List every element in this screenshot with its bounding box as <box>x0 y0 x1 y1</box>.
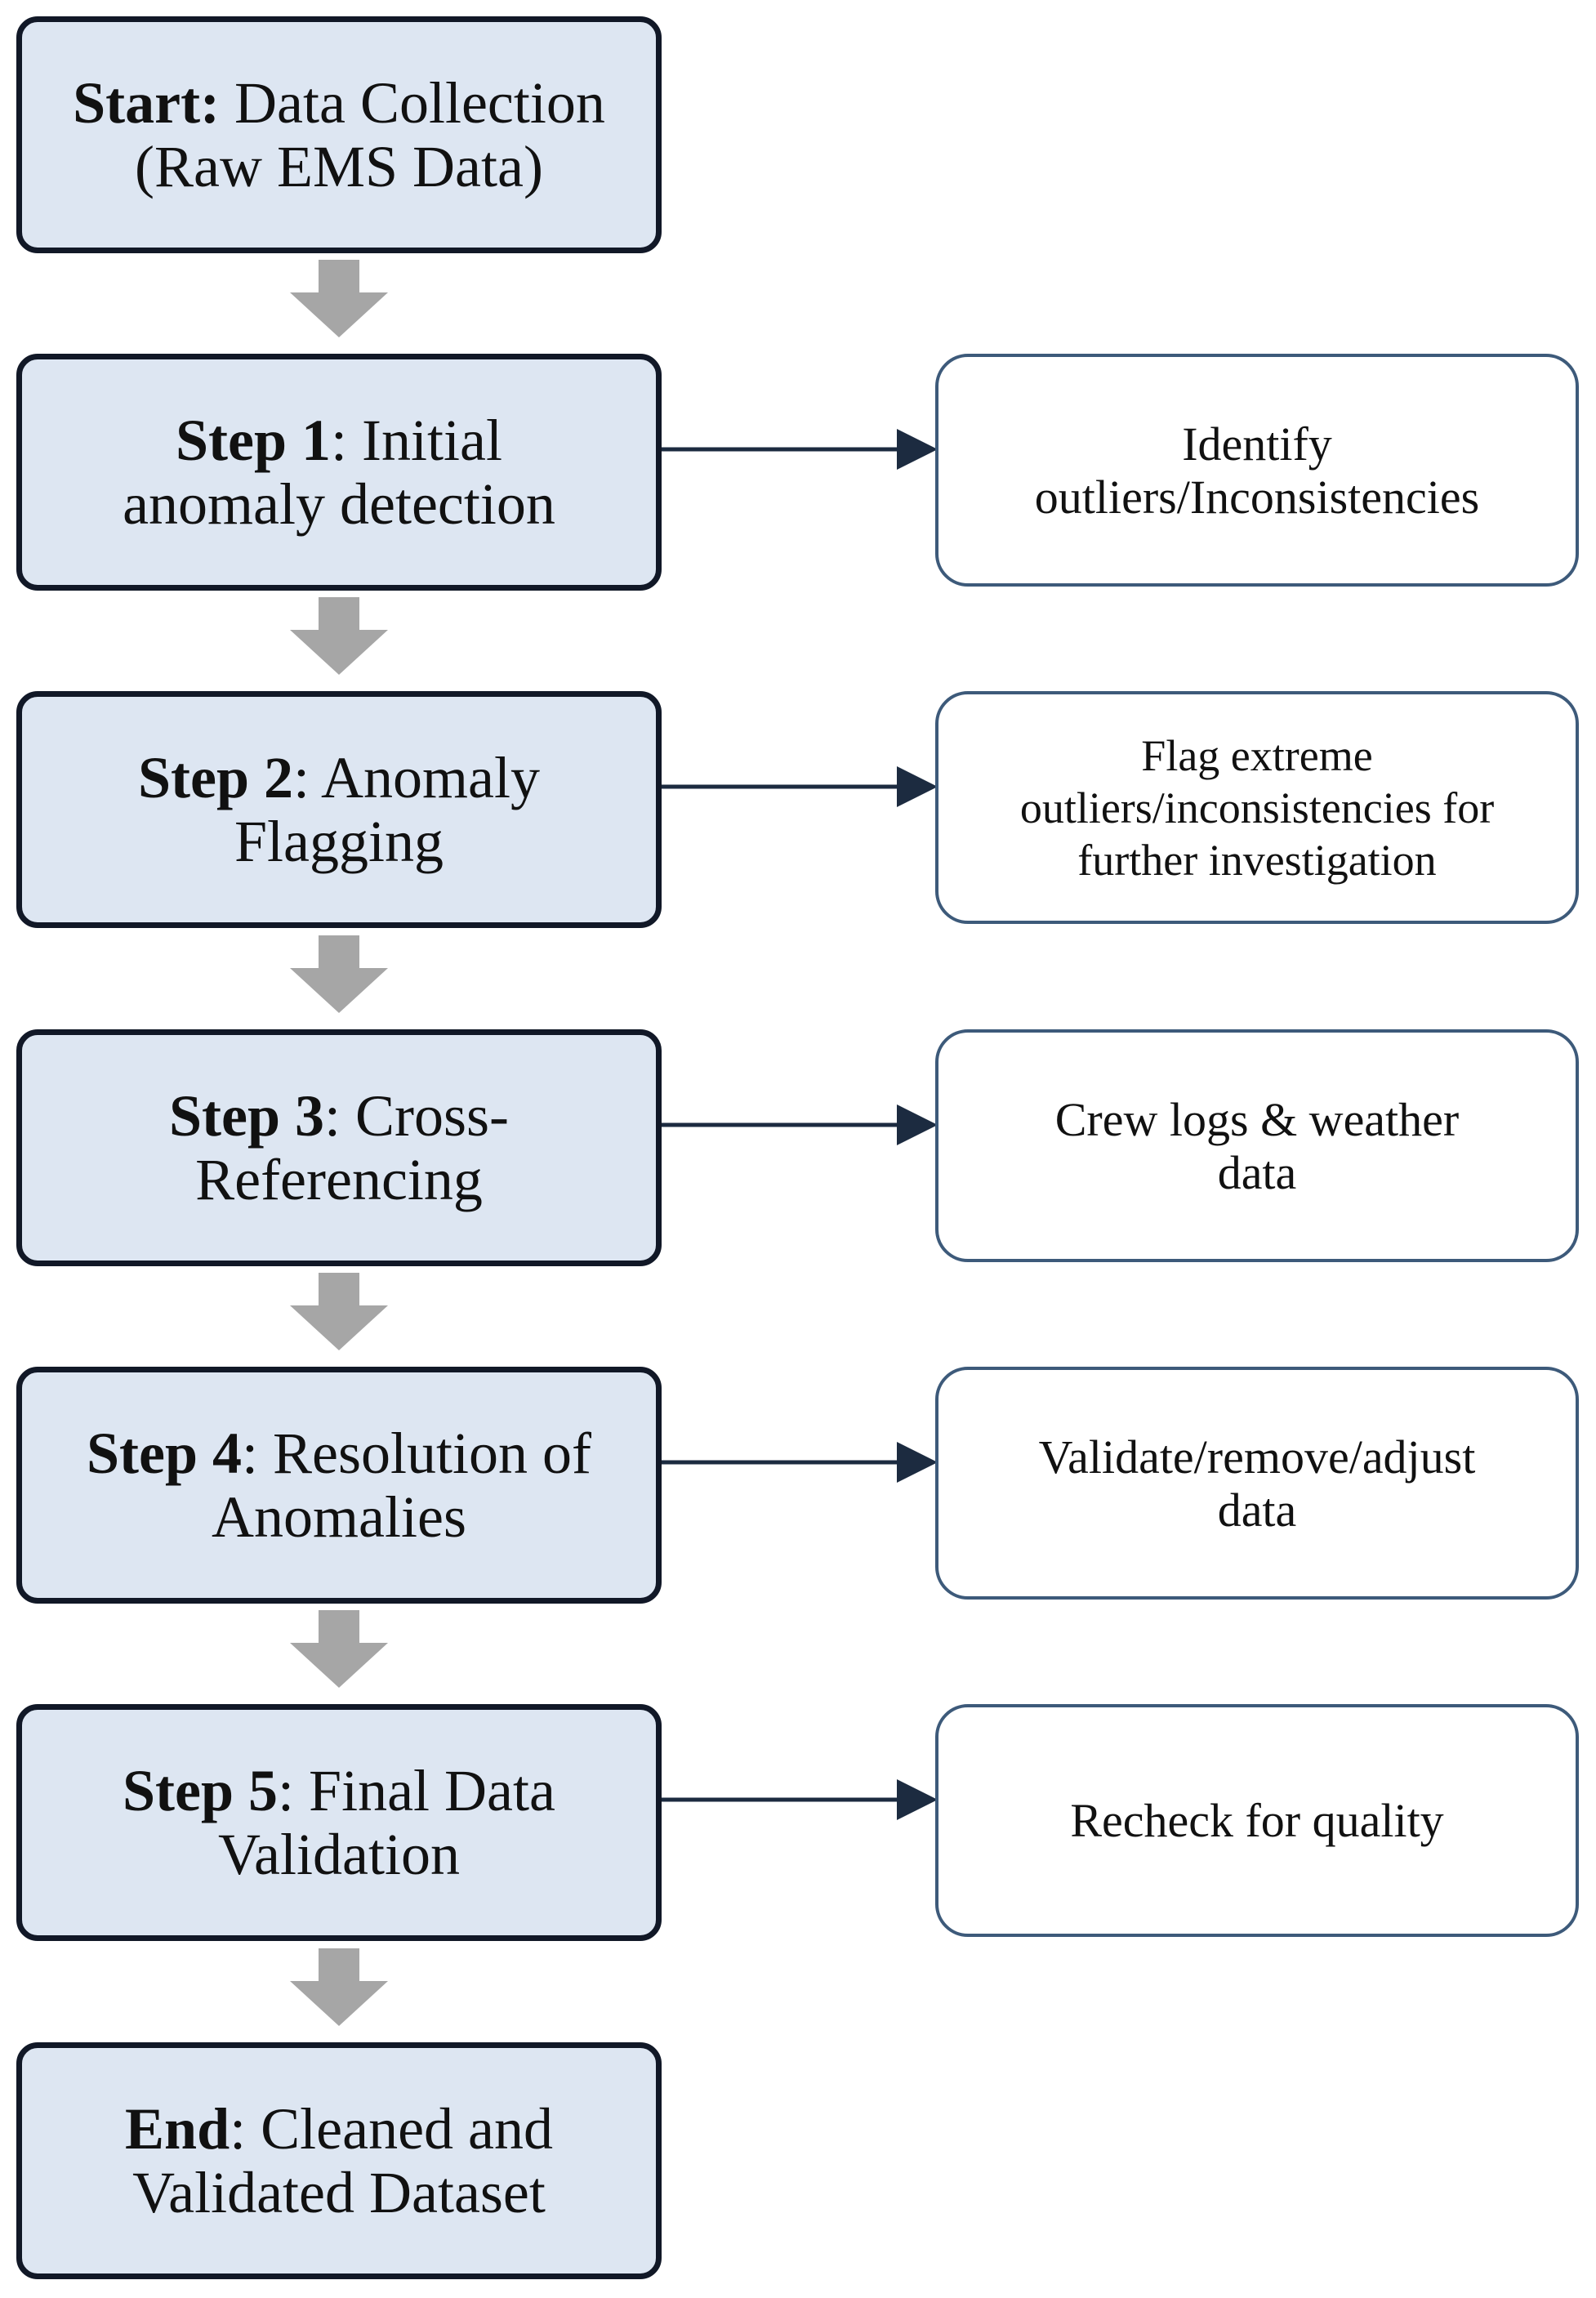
down-arrow-3 <box>290 935 388 1013</box>
down-arrow-1 <box>290 260 388 337</box>
detail-box-2-line1: Flag extreme <box>1141 730 1373 780</box>
down-arrow-2 <box>290 597 388 675</box>
down-arrow-5 <box>290 1610 388 1688</box>
detail-box-4-line2: data <box>1217 1483 1297 1537</box>
step-2-box-text: : Anomaly <box>293 745 541 810</box>
start-box-keyword: Start: <box>73 70 221 136</box>
step-2-box-line2: Flagging <box>234 809 444 874</box>
step-4-box-keyword: Step 4 <box>86 1421 243 1486</box>
detail-box-3: Crew logs & weather data <box>935 1029 1579 1262</box>
detail-box-1: Identify outliers/Inconsistencies <box>935 354 1579 587</box>
end-box: End: Cleaned and Validated Dataset <box>16 2042 662 2279</box>
detail-box-2-line3: further investigation <box>1077 835 1437 885</box>
step-1-box: Step 1: Initial anomaly detection <box>16 354 662 591</box>
step-5-box-line2: Validation <box>218 1822 460 1887</box>
start-box-line1: Start: Data Collection <box>73 71 605 135</box>
detail-box-3-line2: data <box>1217 1145 1297 1199</box>
start-box-line2: (Raw EMS Data) <box>135 134 543 199</box>
step-1-box-keyword: Step 1 <box>176 408 332 473</box>
step-4-box: Step 4: Resolution of Anomalies <box>16 1367 662 1604</box>
step-3-box-line1: Step 3: Cross- <box>169 1084 509 1148</box>
detail-box-5: Recheck for quality <box>935 1704 1579 1937</box>
start-box: Start: Data Collection (Raw EMS Data) <box>16 16 662 253</box>
detail-box-2: Flag extreme outliers/inconsistencies fo… <box>935 691 1579 924</box>
step-5-box: Step 5: Final Data Validation <box>16 1704 662 1941</box>
step-5-box-keyword: Step 5 <box>123 1758 279 1823</box>
step-1-box-line2: anomaly detection <box>123 471 555 537</box>
step-4-box-text: : Resolution of <box>242 1421 592 1486</box>
step-2-box-keyword: Step 2 <box>137 745 294 810</box>
down-arrow-4 <box>290 1273 388 1350</box>
detail-box-1-line2: outliers/Inconsistencies <box>1034 470 1480 524</box>
end-box-keyword: End <box>125 2096 230 2162</box>
end-box-line1: End: Cleaned and <box>125 2097 553 2161</box>
step-2-box: Step 2: Anomaly Flagging <box>16 691 662 928</box>
detail-box-4: Validate/remove/adjust data <box>935 1367 1579 1600</box>
step-4-box-line2: Anomalies <box>212 1484 466 1550</box>
detail-box-5-line1: Recheck for quality <box>1070 1794 1444 1847</box>
step-3-box-keyword: Step 3 <box>168 1083 324 1149</box>
end-box-line2: Validated Dataset <box>132 2160 546 2225</box>
step-2-box-line1: Step 2: Anomaly <box>138 746 540 810</box>
detail-box-4-line1: Validate/remove/adjust <box>1038 1430 1476 1484</box>
end-box-text: : Cleaned and <box>230 2096 553 2162</box>
detail-box-2-line2: outliers/inconsistencies for <box>1019 783 1495 832</box>
down-arrow-6 <box>290 1948 388 2026</box>
step-5-box-text: : Final Data <box>278 1758 555 1823</box>
step-1-box-text: : Initial <box>331 408 502 473</box>
step-1-box-line1: Step 1: Initial <box>176 408 502 472</box>
step-3-box: Step 3: Cross- Referencing <box>16 1029 662 1266</box>
step-5-box-line1: Step 5: Final Data <box>123 1759 555 1823</box>
step-4-box-line1: Step 4: Resolution of <box>87 1421 591 1485</box>
detail-box-3-line1: Crew logs & weather <box>1054 1092 1460 1146</box>
step-3-box-text: : Cross- <box>324 1083 510 1149</box>
step-3-box-line2: Referencing <box>195 1147 483 1212</box>
detail-box-1-line1: Identify <box>1182 417 1332 471</box>
start-box-text: Data Collection <box>220 70 605 136</box>
